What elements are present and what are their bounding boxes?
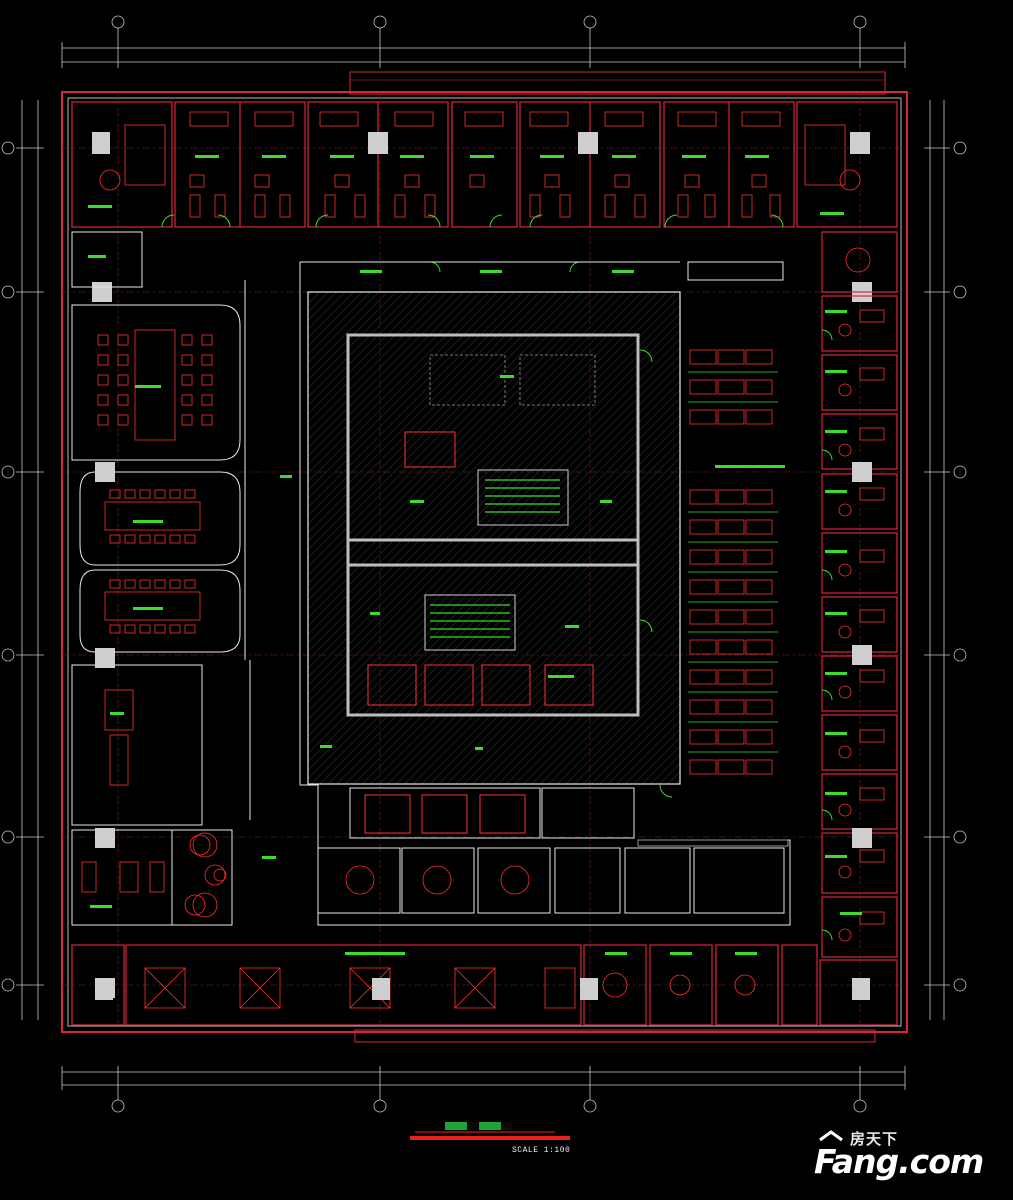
grid-bubbles	[1, 15, 967, 1113]
scale-label: SCALE 1:100	[512, 1146, 571, 1155]
bottom-dimension-lines	[61, 1066, 906, 1100]
scale-bar	[410, 1122, 570, 1140]
bottom-rooms	[71, 944, 898, 1026]
outer-walls	[61, 71, 908, 1043]
left-dimension-lines	[16, 100, 44, 1020]
central-core	[307, 291, 681, 785]
left-room-furniture	[81, 329, 226, 916]
corridor-walls	[244, 261, 791, 926]
bottom-pillars	[95, 978, 870, 1000]
fang-watermark: 房天下 Fang.com	[808, 1128, 1008, 1188]
workstation-dividers	[688, 371, 778, 753]
open-office-workstations	[689, 349, 773, 775]
top-office-furniture	[99, 111, 861, 218]
room-labels	[88, 155, 862, 955]
left-rooms	[71, 231, 241, 926]
watermark-chinese-text: 房天下	[850, 1130, 899, 1148]
bottom-room-furniture	[144, 967, 756, 1009]
watermark-brand-text: Fang.com	[814, 1142, 984, 1181]
top-dimension-lines	[61, 28, 906, 68]
south-core-elevators	[364, 794, 526, 834]
right-pillars	[852, 462, 872, 848]
meeting-round-tables	[192, 832, 530, 918]
stair-treads	[430, 479, 560, 638]
right-room-furniture	[838, 247, 885, 942]
right-dimension-lines	[924, 100, 950, 1020]
top-offices	[71, 101, 898, 228]
south-core-rooms	[317, 787, 785, 914]
house-logo-icon	[819, 1130, 843, 1142]
right-rooms	[821, 231, 898, 958]
